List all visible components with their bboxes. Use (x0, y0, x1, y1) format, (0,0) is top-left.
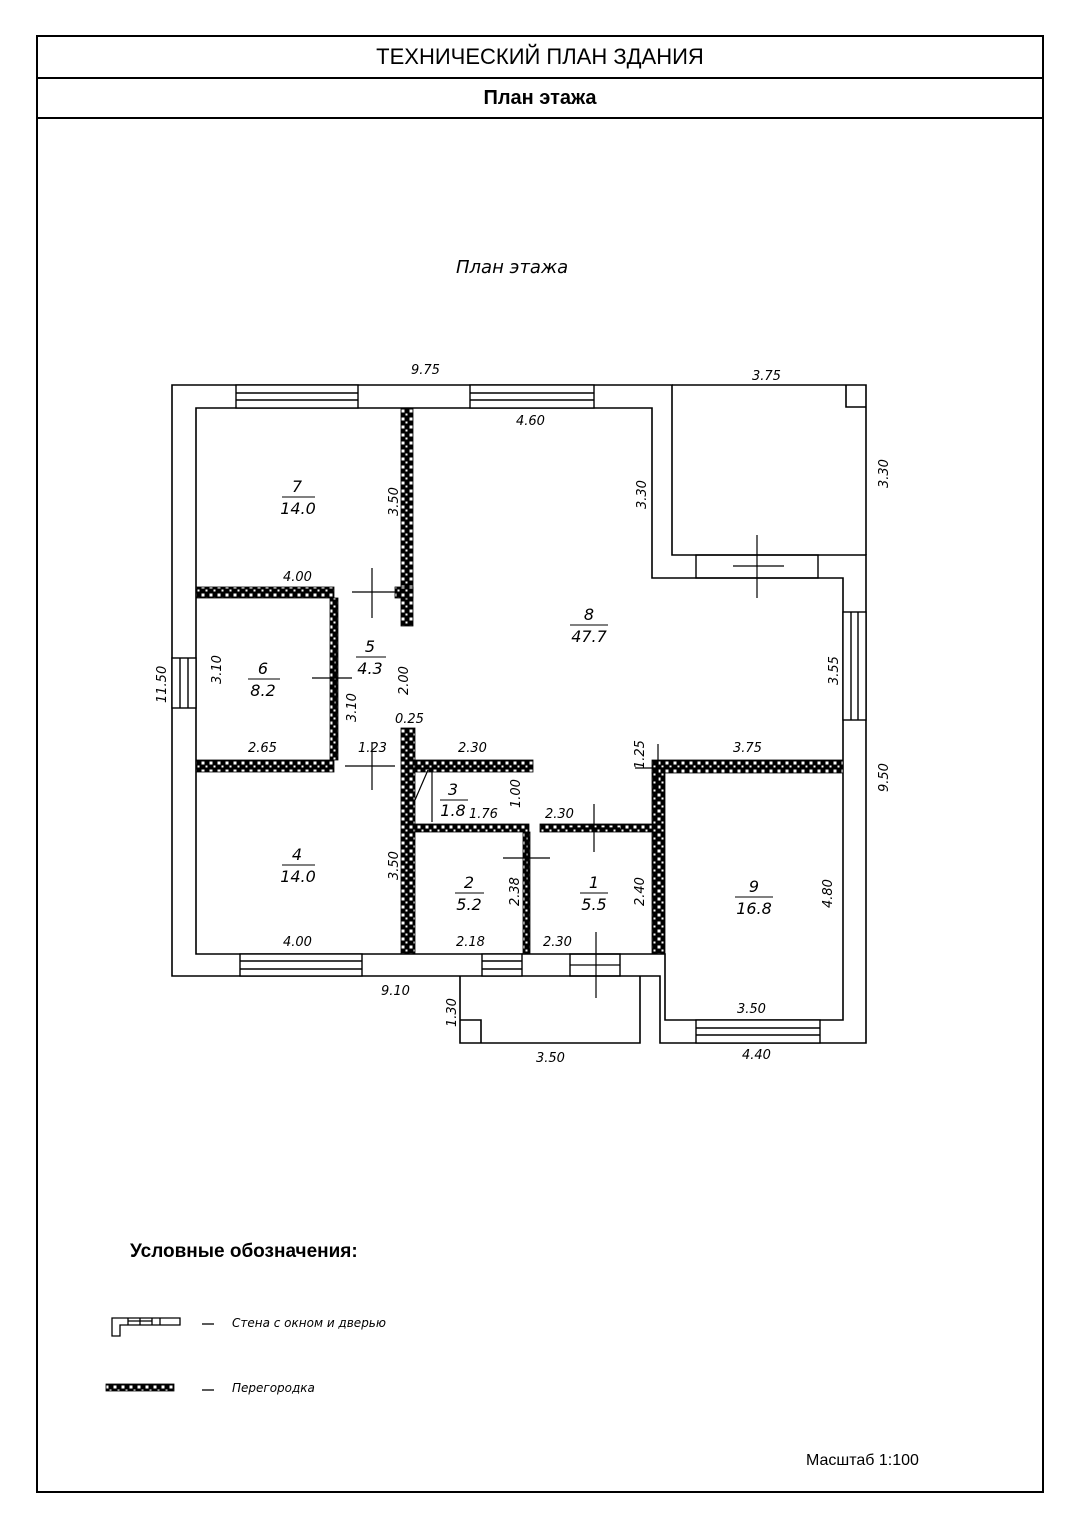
svg-text:3.30: 3.30 (635, 480, 650, 509)
scale-label: Масштаб 1:100 (806, 1452, 919, 1469)
document-subtitle: План этажа (38, 79, 1042, 119)
dim-right-bottom: 9.50 (877, 763, 892, 792)
svg-text:1.23: 1.23 (358, 741, 387, 756)
dim-top-left: 9.75 (411, 363, 440, 378)
legend-wall-label: Стена с окном и дверью (232, 1316, 386, 1330)
document-title: ТЕХНИЧЕСКИЙ ПЛАН ЗДАНИЯ (38, 37, 1042, 79)
legend-partition-label: Перегородка (232, 1381, 315, 1395)
svg-text:3.10: 3.10 (210, 655, 225, 684)
room-2-label: 2 5.2 (455, 873, 484, 914)
svg-text:3.50: 3.50 (387, 487, 402, 516)
dim-bottom-left: 9.10 (381, 984, 410, 999)
legend-partition-symbol (105, 1383, 175, 1392)
svg-text:2.00: 2.00 (397, 666, 412, 695)
dimension-labels: 9.75 3.75 3.30 9.50 11.50 9.10 3.50 4.40… (155, 363, 892, 1066)
svg-text:7: 7 (292, 477, 303, 496)
svg-text:2.18: 2.18 (456, 935, 485, 950)
svg-text:2.30: 2.30 (458, 741, 487, 756)
door-marks (312, 535, 784, 998)
room-labels: 7 14.0 8 47.7 5 4.3 6 8.2 3 1.8 4 14.0 (248, 477, 773, 918)
legend-title: Условные обозначения: (130, 1241, 358, 1262)
dim-left: 11.50 (155, 666, 170, 703)
svg-text:3: 3 (448, 780, 458, 799)
dim-right-top: 3.30 (877, 459, 892, 488)
svg-text:1.25: 1.25 (633, 740, 648, 769)
drawing-frame: ТЕХНИЧЕСКИЙ ПЛАН ЗДАНИЯ План этажа (36, 35, 1044, 1493)
room-1-label: 1 5.5 (580, 873, 608, 914)
room-6-label: 6 8.2 (248, 659, 280, 700)
svg-text:5: 5 (365, 637, 375, 656)
legend-wall-symbol (111, 1317, 181, 1337)
partitions (195, 407, 844, 955)
room-3-label: 3 1.8 (440, 780, 468, 820)
dim-porch: 1.30 (445, 998, 460, 1027)
svg-text:16.8: 16.8 (736, 899, 772, 918)
room-7-label: 7 14.0 (280, 477, 316, 518)
windows (171, 384, 867, 1044)
svg-text:3.75: 3.75 (733, 741, 762, 756)
outer-walls (171, 384, 867, 1044)
svg-text:2.30: 2.30 (543, 935, 572, 950)
room-8-label: 8 47.7 (570, 605, 608, 646)
svg-text:1.76: 1.76 (469, 807, 498, 822)
svg-text:3.10: 3.10 (345, 693, 360, 722)
svg-text:1: 1 (589, 873, 599, 892)
room-9-label: 9 16.8 (735, 877, 773, 918)
svg-text:9: 9 (749, 877, 759, 896)
svg-text:47.7: 47.7 (571, 627, 607, 646)
room-5-label: 5 4.3 (356, 637, 386, 678)
svg-text:4.3: 4.3 (357, 659, 382, 678)
svg-text:2.38: 2.38 (508, 877, 523, 906)
svg-text:8.2: 8.2 (250, 681, 275, 700)
dim-top-right: 3.75 (752, 369, 781, 384)
svg-text:14.0: 14.0 (280, 867, 316, 886)
svg-text:2: 2 (464, 873, 474, 892)
svg-text:6: 6 (258, 659, 268, 678)
svg-text:0.25: 0.25 (395, 712, 424, 727)
svg-text:2.30: 2.30 (545, 807, 574, 822)
svg-text:1.00: 1.00 (509, 779, 524, 808)
svg-text:3.55: 3.55 (827, 656, 842, 685)
svg-text:8: 8 (584, 605, 594, 624)
room-4-label: 4 14.0 (280, 845, 316, 886)
svg-text:3.50: 3.50 (387, 851, 402, 880)
plan-title: План этажа (456, 257, 568, 278)
svg-text:14.0: 14.0 (280, 499, 316, 518)
svg-text:4.00: 4.00 (283, 570, 312, 585)
dim-bottom-mid: 3.50 (536, 1051, 565, 1066)
svg-text:2.65: 2.65 (248, 741, 277, 756)
svg-text:5.5: 5.5 (581, 895, 606, 914)
svg-text:4.00: 4.00 (283, 935, 312, 950)
svg-text:3.50: 3.50 (737, 1002, 766, 1017)
svg-text:4.80: 4.80 (821, 879, 836, 908)
svg-text:1.8: 1.8 (440, 801, 465, 820)
svg-text:2.40: 2.40 (633, 877, 648, 906)
svg-text:5.2: 5.2 (456, 895, 481, 914)
svg-text:4.60: 4.60 (516, 414, 545, 429)
svg-text:4: 4 (292, 845, 302, 864)
dim-bottom-right: 4.40 (742, 1048, 771, 1063)
